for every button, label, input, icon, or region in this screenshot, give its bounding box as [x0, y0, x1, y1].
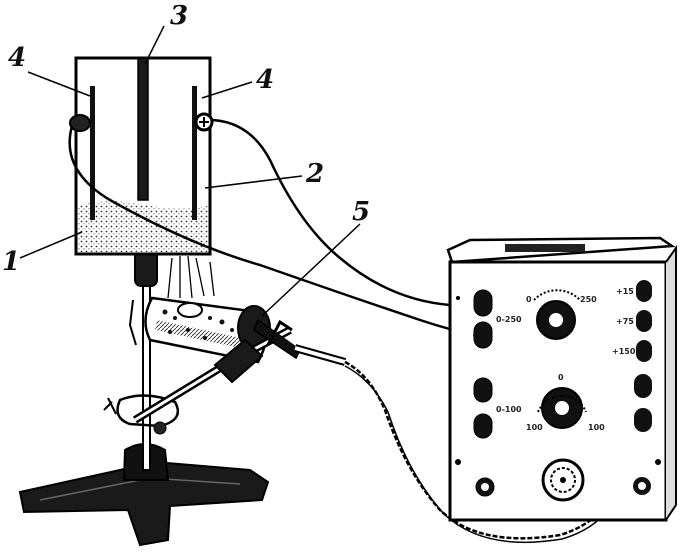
light-beam — [167, 255, 215, 299]
vessel-sediment — [78, 201, 208, 252]
jack-upper-label: 0-250 — [496, 315, 522, 324]
label-vessel: 1 — [2, 247, 20, 277]
label-electrode-left: 4 — [8, 43, 26, 73]
wire-left-electrode — [68, 125, 476, 337]
leader-lines — [19, 25, 361, 317]
stand-rod — [142, 269, 151, 471]
jack-left-3 — [473, 377, 493, 403]
measuring-instrument: 0 250 0-250 0-100 0 100 100 +15 +75 +150 — [446, 236, 677, 522]
jack-right-3 — [636, 340, 652, 362]
right-electrode — [192, 86, 197, 220]
right-label-3: +150 — [612, 347, 636, 356]
plug-ends — [473, 298, 647, 425]
stand — [18, 227, 270, 547]
knob-top-left-label: 0 — [526, 295, 532, 304]
label-electrode-right: 4 — [256, 65, 274, 95]
knob-bottom-right-label: 100 — [588, 423, 605, 432]
partition — [137, 57, 149, 201]
label-lamp: 5 — [352, 197, 370, 227]
knob-top-right-label: 250 — [580, 295, 597, 304]
label-solution: 2 — [305, 159, 324, 189]
knob-bottom-top-label: 0 — [558, 373, 564, 382]
jack-left-4 — [473, 413, 493, 439]
right-label-1: +15 — [616, 287, 634, 296]
label-partition: 3 — [170, 1, 188, 31]
wire-right-electrode — [211, 118, 481, 307]
left-electrode — [90, 86, 95, 220]
jack-lower-label: 0-100 — [496, 405, 522, 414]
jack-right-2 — [636, 310, 652, 332]
jack-right-1 — [636, 280, 652, 302]
electrolytic-vessel — [69, 56, 214, 256]
lamp-clamp — [213, 338, 264, 384]
knob-bottom-left-label: 100 — [526, 423, 543, 432]
lamp-assembly — [132, 296, 347, 424]
right-label-2: +75 — [616, 317, 634, 326]
